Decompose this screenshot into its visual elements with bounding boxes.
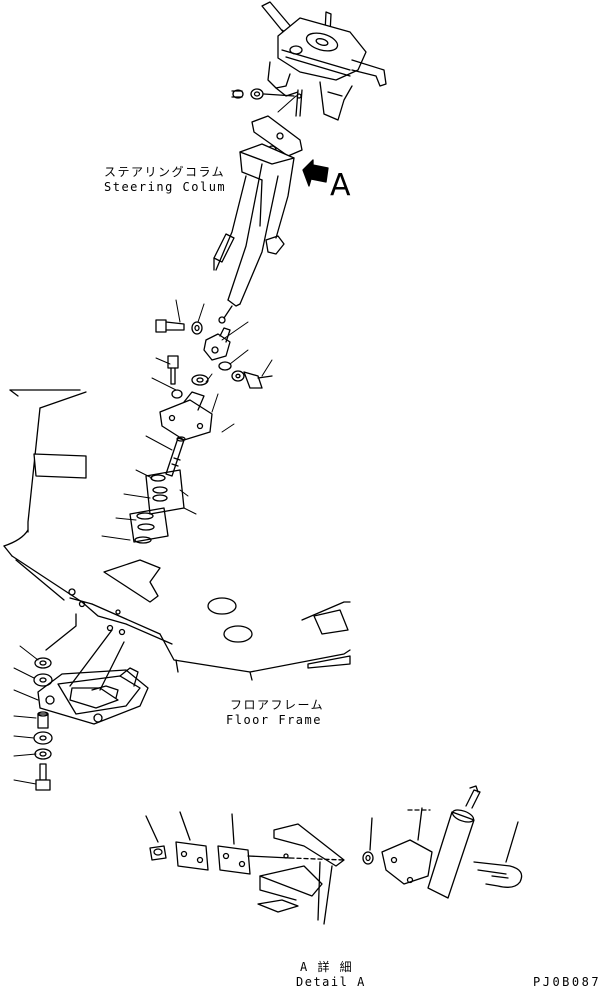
lower-bracket	[33, 613, 149, 791]
detail-a-label-en: Detail A	[296, 975, 366, 987]
drawing-code: PJ0B087	[533, 975, 601, 987]
leader-lines	[13, 95, 297, 785]
floor-frame	[3, 389, 351, 681]
steering-column	[213, 1, 387, 324]
joint-parts	[129, 319, 273, 544]
detail-a	[145, 785, 523, 925]
floor-frame-label-jp: フロアフレーム	[230, 698, 325, 712]
floor-frame-label-en: Floor Frame	[226, 713, 322, 727]
steering-column-label-jp: ステアリングコラム	[104, 165, 226, 179]
steering-column-label-en: Steering Colum	[104, 180, 227, 194]
view-arrow-label: A	[330, 168, 351, 203]
view-arrow	[302, 159, 329, 187]
detail-a-label-jp: A 詳 細	[300, 960, 354, 974]
